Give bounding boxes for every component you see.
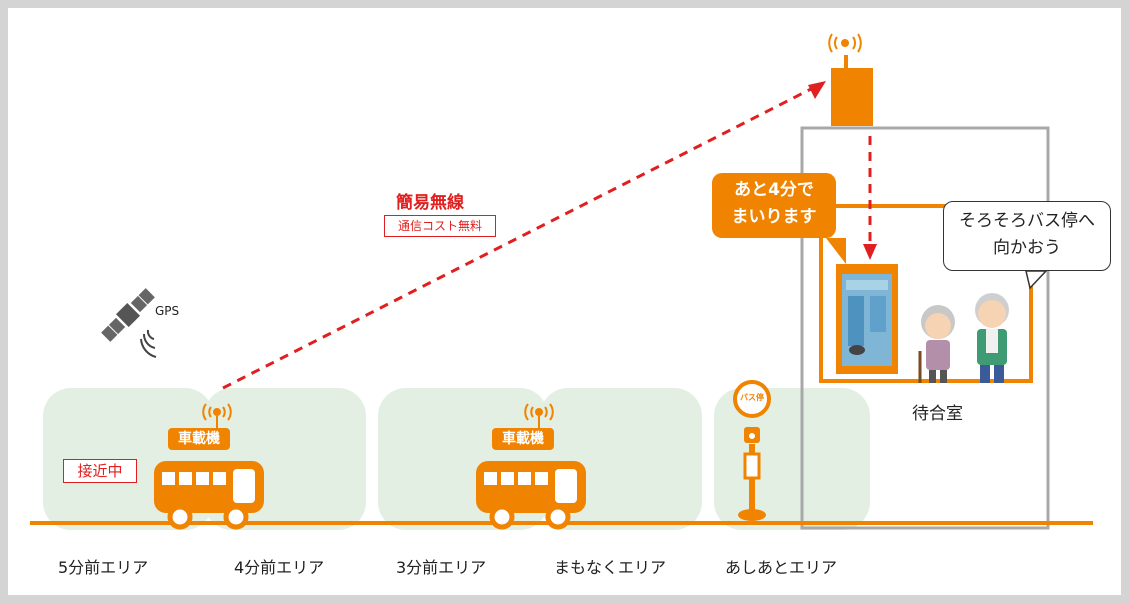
bus-stop-sign-label: バス停 — [740, 393, 764, 402]
bus-2-antenna-icon — [524, 403, 554, 428]
display-bubble: あと4分で まいります — [712, 173, 836, 238]
approaching-badge: 接近中 — [63, 459, 137, 483]
display-bubble-tail — [826, 238, 846, 264]
people-bubble-tail — [1025, 270, 1048, 290]
diagram-canvas: 簡易無線 通信コスト無料 GPS 車載機 接近中 車載機 バス停 あと4分で ま… — [8, 8, 1121, 595]
gps-signal-icon — [140, 329, 157, 358]
bus-1-antenna-icon — [202, 403, 232, 428]
tower-signal-icon — [828, 33, 862, 53]
bus-2-device-label: 車載機 — [492, 428, 554, 450]
people-bubble: そろそろバス停へ 向かおう — [943, 201, 1111, 271]
wireless-cost-badge: 通信コスト無料 — [384, 215, 496, 237]
area-label-soon: まもなくエリア — [554, 558, 667, 577]
building-outline — [800, 126, 1050, 530]
area-label-5min: 5分前エリア — [58, 558, 149, 577]
signage-display — [836, 264, 898, 374]
area-label-4min: 4分前エリア — [234, 558, 325, 577]
antenna-tower — [831, 68, 873, 126]
radio-link-arrow — [222, 86, 814, 390]
wireless-title: 簡易無線 — [396, 193, 464, 213]
waiting-room-frame — [819, 204, 1033, 383]
bus-1-icon — [154, 461, 264, 530]
bus-stop-pole — [733, 380, 771, 521]
waiting-room-label: 待合室 — [912, 404, 963, 424]
bus-1-device-label: 車載機 — [168, 428, 230, 450]
area-label-ashiato: あしあとエリア — [725, 558, 838, 577]
bus-2-icon — [476, 461, 586, 530]
elderly-woman-figure — [918, 305, 955, 383]
elderly-man-figure — [975, 293, 1009, 383]
gps-label: GPS — [155, 304, 180, 318]
area-label-3min: 3分前エリア — [396, 558, 487, 577]
gps-satellite-icon — [99, 286, 157, 344]
diagram-graphics — [30, 33, 1093, 530]
